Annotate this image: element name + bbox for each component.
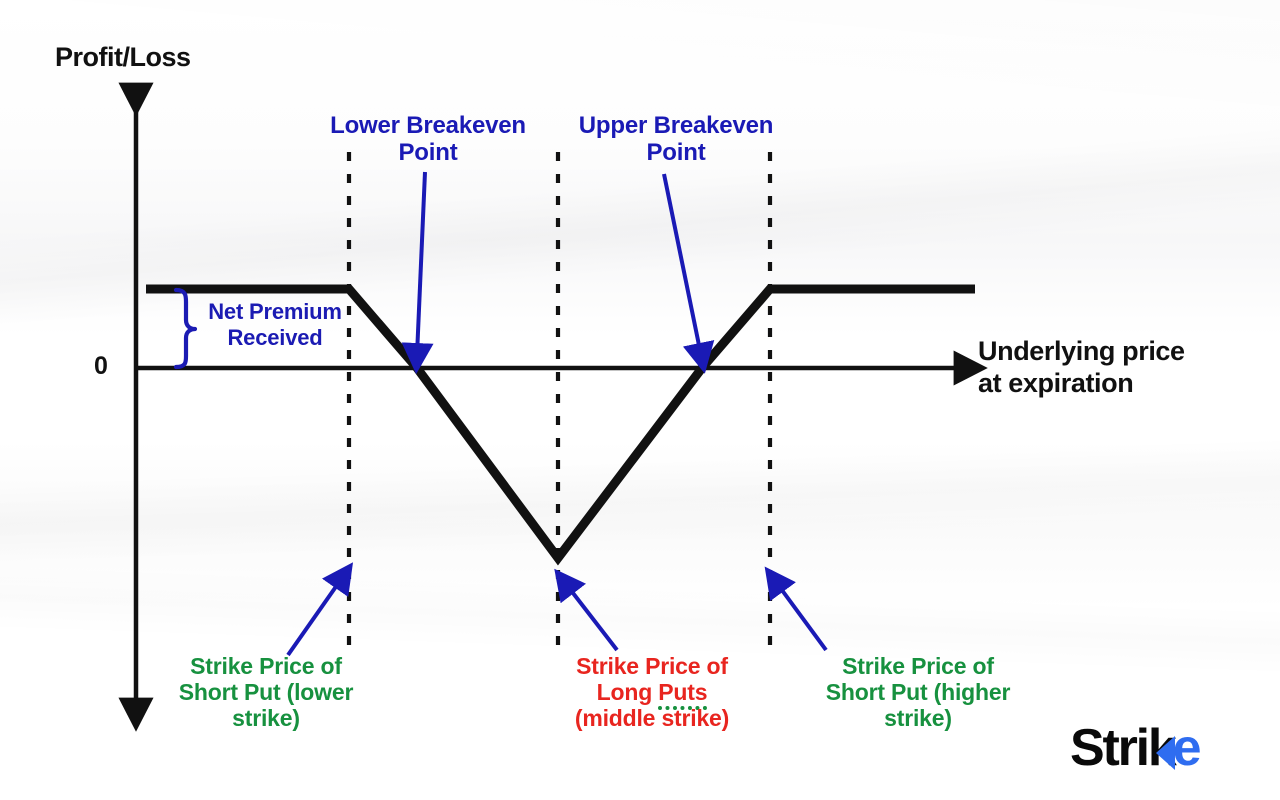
x-axis-title: Underlying price at expiration bbox=[978, 336, 1185, 399]
upper-breakeven-point-label: Upper Breakeven Point bbox=[578, 112, 774, 167]
strike-price-short-put-lower-label: Strike Price of Short Put (lower strike) bbox=[178, 653, 354, 732]
strike-middle-line-3: (middle strike) bbox=[574, 705, 730, 732]
strike-reference-lines bbox=[346, 152, 773, 646]
strike-middle-line-2a: Long bbox=[596, 679, 659, 706]
payoff-line bbox=[146, 284, 975, 566]
zero-tick-label: 0 bbox=[94, 352, 108, 380]
chevron-left-icon bbox=[1155, 736, 1175, 770]
brand-wordmark-accent: e bbox=[1155, 719, 1202, 777]
arrow-strike-higher bbox=[764, 566, 828, 652]
strike-middle-line-1: Strike Price of bbox=[576, 653, 728, 679]
strike-middle-line-2b: Puts bbox=[658, 679, 708, 711]
arrow-lower-breakeven bbox=[401, 171, 434, 375]
axis-group bbox=[118, 82, 988, 732]
annotation-arrows bbox=[286, 171, 828, 657]
arrow-upper-breakeven bbox=[662, 173, 715, 374]
brand-letter-e: e bbox=[1172, 719, 1202, 777]
arrow-strike-middle bbox=[554, 568, 619, 652]
strike-price-short-put-higher-label: Strike Price of Short Put (higher strike… bbox=[825, 653, 1011, 732]
y-axis-title: Profit/Loss bbox=[55, 42, 191, 72]
net-premium-brace bbox=[173, 287, 198, 370]
lower-breakeven-point-label: Lower Breakeven Point bbox=[330, 112, 526, 167]
net-premium-received-label: Net Premium Received bbox=[208, 299, 342, 350]
arrow-strike-lower bbox=[286, 562, 354, 657]
